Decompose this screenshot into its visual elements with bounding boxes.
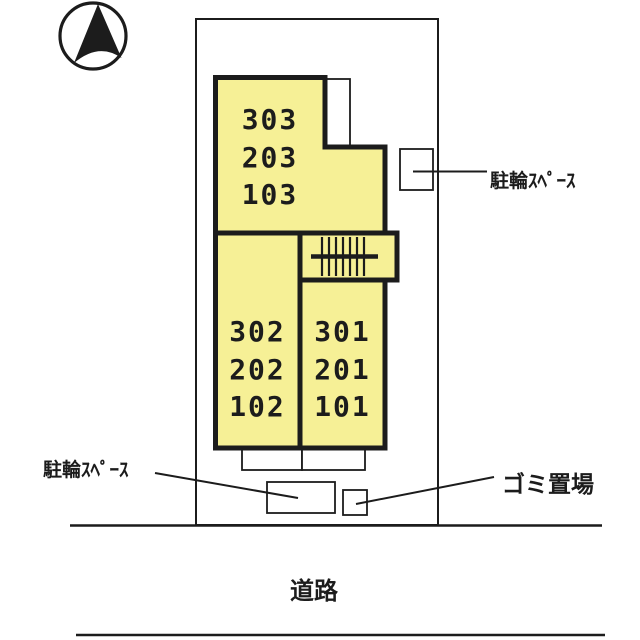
- bicycle-space-bottom-box: [266, 481, 336, 514]
- garbage-area-label: ゴミ置場: [502, 472, 594, 498]
- bicycle-space-right-box: [399, 148, 434, 191]
- unit-label: 201: [314, 352, 371, 386]
- leader-bicycle-left: [154, 472, 299, 499]
- stair-treads-icon: [311, 237, 378, 276]
- unit-label: 303: [241, 103, 299, 136]
- unit-label: 203: [241, 140, 299, 174]
- unit-numbers-lower-left: 302 202 102: [215, 313, 300, 426]
- leader-garbage: [355, 476, 495, 505]
- porch-right: [301, 447, 366, 471]
- north-arrow-icon: [74, 4, 122, 63]
- unit-label: 302: [229, 315, 286, 348]
- road-label: 道路: [290, 577, 338, 605]
- unit-numbers-lower-right: 301 201 101: [300, 313, 385, 426]
- north-compass-icon: [58, 1, 128, 71]
- porch-left: [241, 447, 303, 471]
- bicycle-space-right-label: 駐輪ｽﾍﾟｰｽ: [490, 170, 576, 192]
- building-lower-left-block: [213, 230, 303, 451]
- notch-box: [324, 78, 351, 147]
- bicycle-space-left-label: 駐輪ｽﾍﾟｰｽ: [43, 459, 129, 481]
- building-lower-right-block: [297, 277, 388, 451]
- unit-label: 103: [241, 178, 299, 211]
- unit-label: 202: [229, 352, 286, 386]
- compass-circle: [58, 1, 128, 71]
- unit-label: 301: [314, 315, 371, 348]
- unit-label: 101: [314, 390, 371, 423]
- unit-label: 102: [229, 390, 286, 423]
- unit-numbers-upper: 303 203 103: [215, 101, 325, 214]
